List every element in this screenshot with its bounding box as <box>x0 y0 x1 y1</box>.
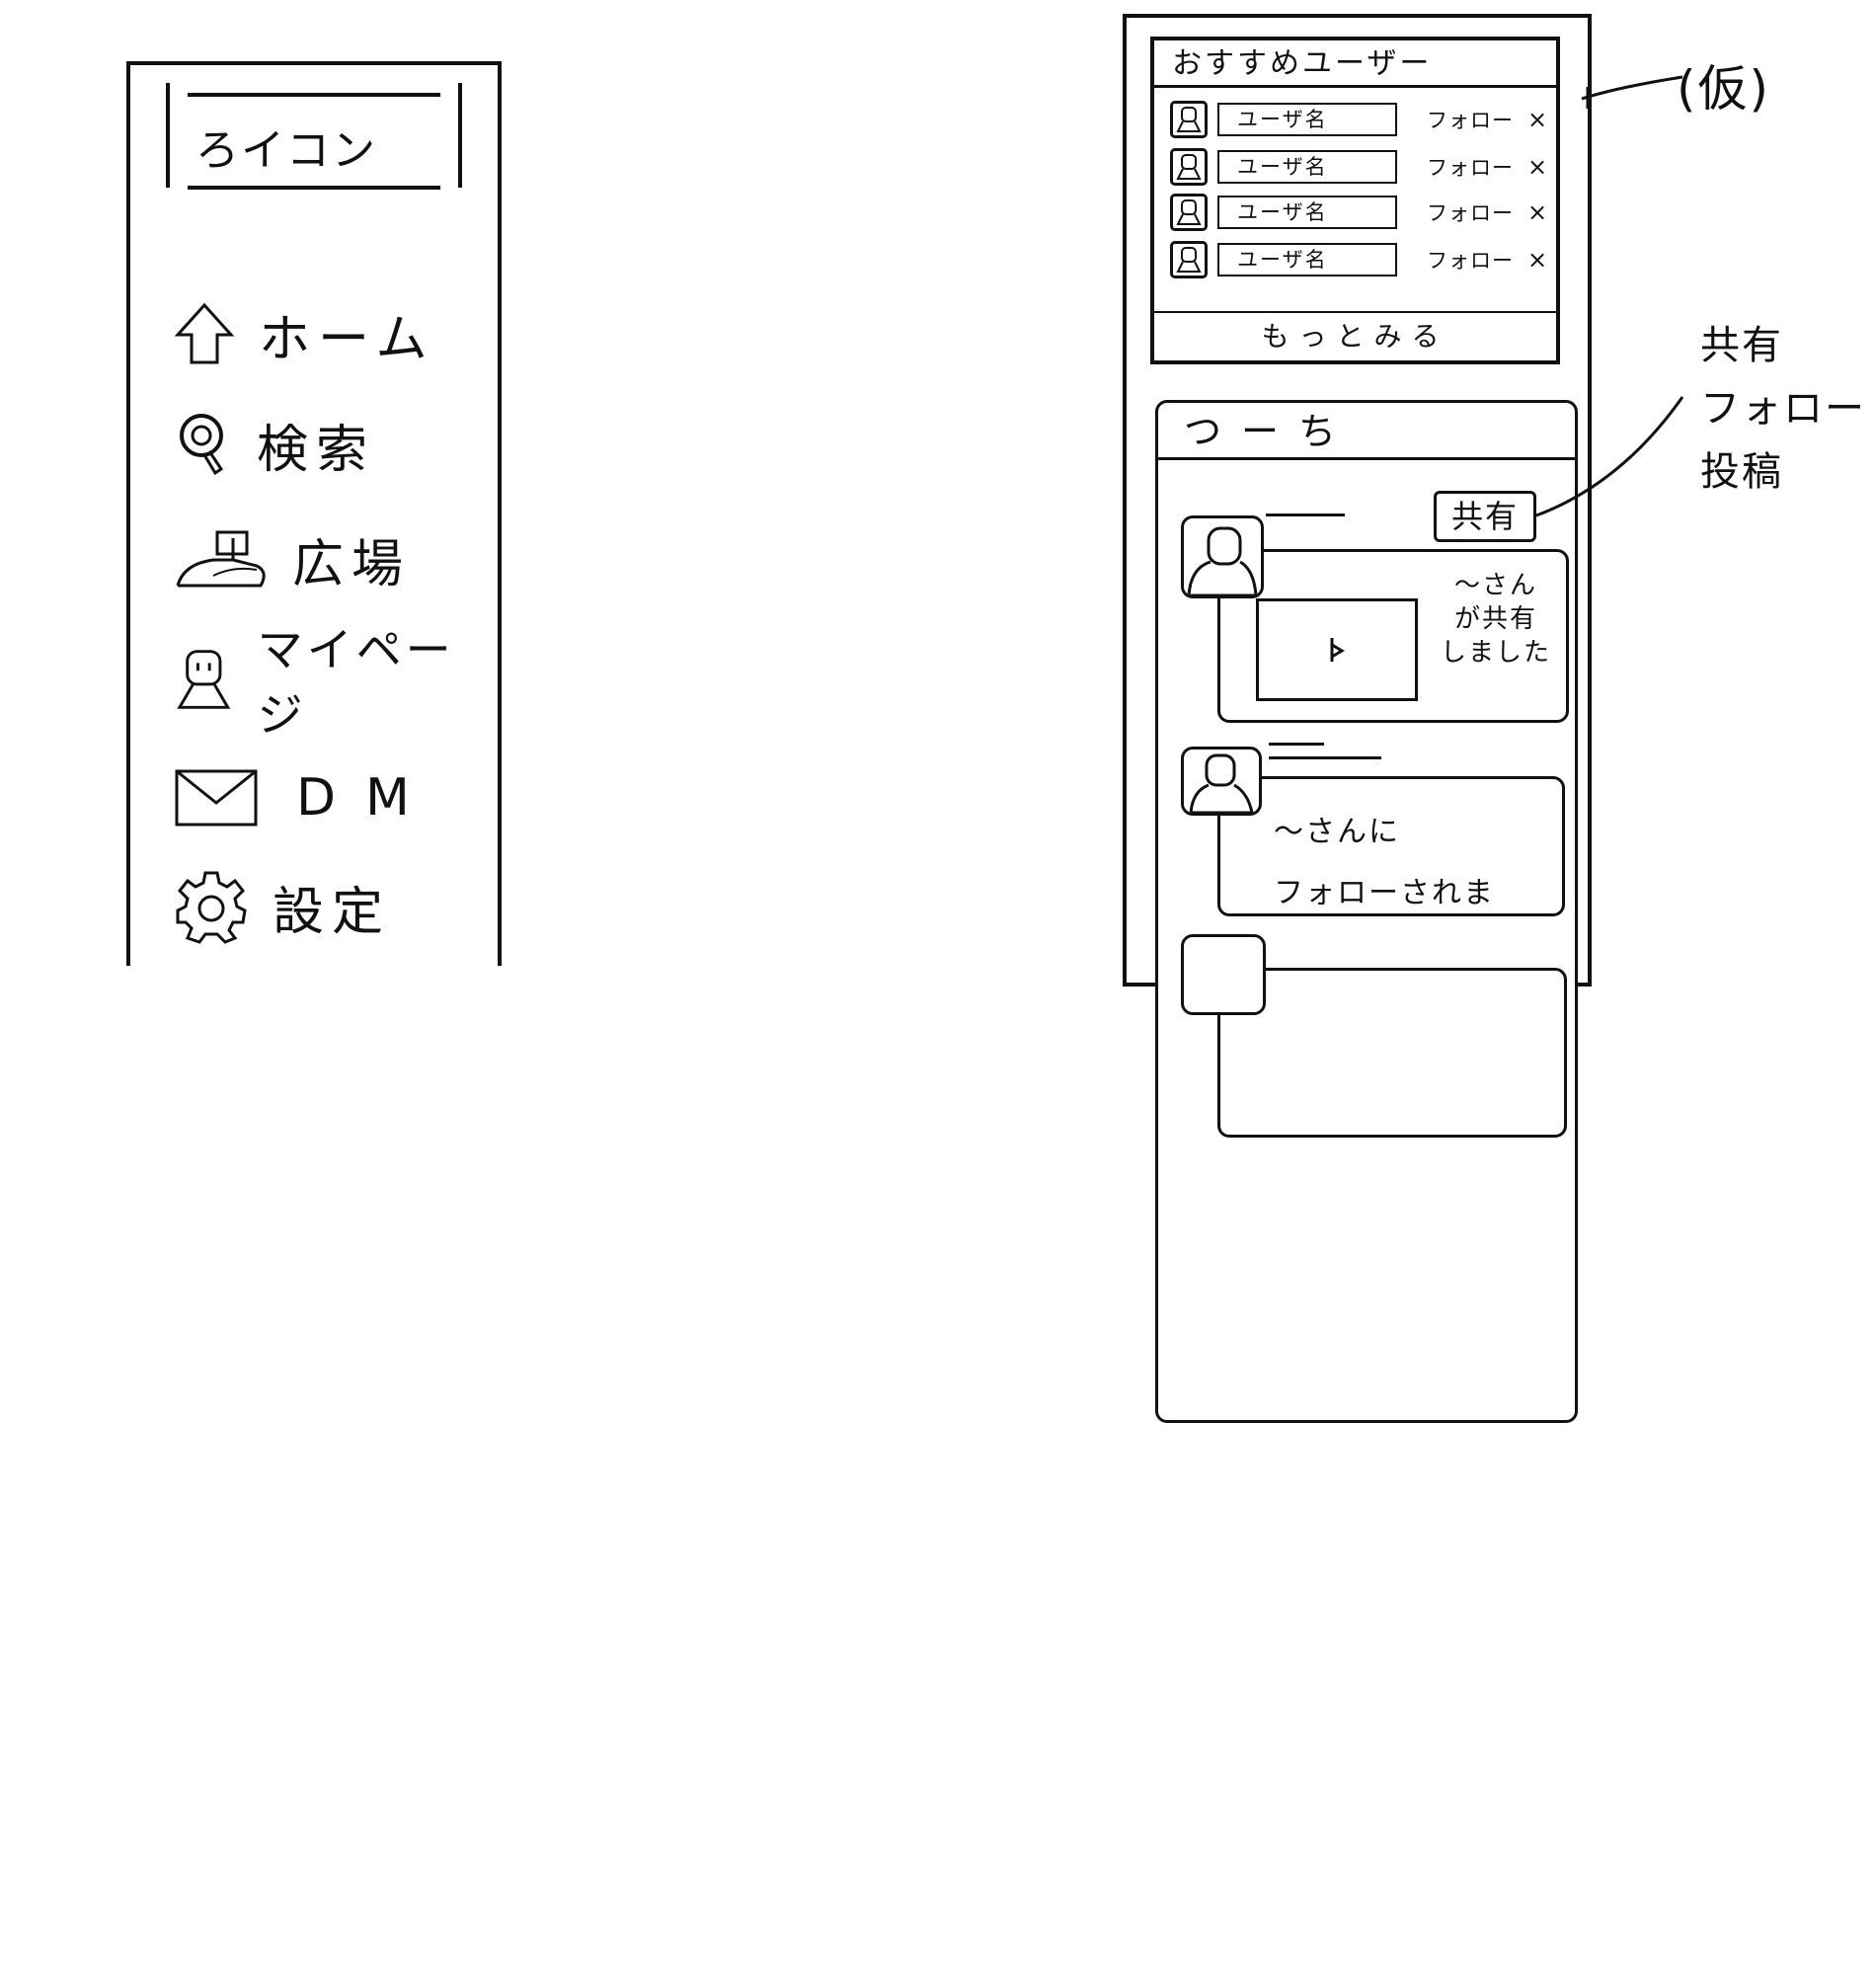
post-bubble[interactable] <box>1217 549 1569 723</box>
recommended-users-title: おすすめユーザー <box>1154 40 1556 88</box>
user-icon <box>1176 199 1202 225</box>
follow-button[interactable]: フォロー <box>1427 156 1514 180</box>
annotation-connector <box>1535 396 1684 517</box>
reco-username[interactable]: ユーザ名 <box>1217 243 1397 276</box>
share-button[interactable]: 共有 <box>1434 491 1536 542</box>
close-icon[interactable]: × <box>1527 246 1548 274</box>
nav-label-mypage: マイページ <box>257 623 455 742</box>
nav-label-dm: DM <box>296 768 439 828</box>
annotation-share-note: 共有 フォロー 投稿 <box>1700 323 1866 495</box>
close-icon[interactable]: × <box>1527 106 1548 133</box>
avatar[interactable] <box>1170 101 1208 138</box>
nav-item-home[interactable]: ホーム <box>174 292 434 375</box>
close-icon[interactable]: × <box>1527 153 1548 181</box>
annotation-arrow <box>1581 75 1683 109</box>
post-bubble[interactable] <box>1217 968 1567 1138</box>
reco-row: ユーザ名 フォロー × <box>1170 147 1548 187</box>
post-bubble[interactable] <box>1217 776 1565 916</box>
follow-button[interactable]: フォロー <box>1427 109 1514 132</box>
avatar[interactable] <box>1170 148 1208 186</box>
user-icon <box>1189 753 1254 813</box>
nav-item-dm[interactable]: DM <box>174 756 439 839</box>
play-icon <box>1330 638 1345 662</box>
see-more-button[interactable]: もっとみる <box>1154 311 1556 360</box>
user-icon <box>1187 526 1258 595</box>
avatar[interactable] <box>1181 934 1266 1015</box>
logo-text: ろイコン <box>195 125 377 176</box>
post-username-line <box>1269 743 1324 746</box>
logo-box[interactable]: ろイコン <box>166 83 462 190</box>
reco-username[interactable]: ユーザ名 <box>1217 103 1397 136</box>
user-icon <box>1176 247 1202 273</box>
video-thumbnail[interactable] <box>1256 598 1418 701</box>
reco-row: ユーザ名 フォロー × <box>1170 193 1548 232</box>
reco-username[interactable]: ユーザ名 <box>1217 150 1397 184</box>
nav-label-plaza: 広場 <box>292 534 412 594</box>
nav-label-settings: 設定 <box>273 882 392 942</box>
nav-item-mypage[interactable]: マイページ <box>174 623 498 742</box>
avatar[interactable] <box>1170 241 1208 278</box>
nav-label-home: ホーム <box>259 309 435 369</box>
home-icon <box>174 302 235 364</box>
avatar[interactable] <box>1170 194 1208 231</box>
sidebar: ろイコン ホーム 検索 広場 マイページ <box>126 61 502 966</box>
recommended-users-card: おすすめユーザー ユーザ名 フォロー × ユーザ名 フォロー × <box>1150 37 1560 364</box>
gear-icon <box>176 871 247 944</box>
logo-rule-bottom <box>188 186 440 190</box>
post-text: 〜さん が共有 しました <box>1440 571 1551 668</box>
user-icon <box>1176 154 1202 180</box>
follow-button[interactable]: フォロー <box>1427 249 1514 273</box>
reco-row: ユーザ名 フォロー × <box>1170 100 1548 139</box>
user-icon <box>177 650 231 709</box>
user-icon <box>1176 107 1202 132</box>
mail-icon <box>175 769 258 827</box>
avatar[interactable] <box>1181 747 1262 816</box>
notification-title: つーち <box>1158 403 1575 460</box>
post-username-line <box>1269 756 1381 759</box>
avatar[interactable] <box>1181 515 1264 598</box>
nav-label-search: 検索 <box>257 420 376 480</box>
post-username-line <box>1266 514 1345 516</box>
close-icon[interactable]: × <box>1527 198 1548 226</box>
annotation-tentative: (仮) <box>1677 60 1771 118</box>
search-icon <box>180 414 224 476</box>
nav-item-plaza[interactable]: 広場 <box>174 517 411 600</box>
reco-row: ユーザ名 フォロー × <box>1170 240 1548 279</box>
follow-button[interactable]: フォロー <box>1427 201 1514 225</box>
nav-item-search[interactable]: 検索 <box>174 403 375 486</box>
reco-username[interactable]: ユーザ名 <box>1217 196 1397 229</box>
post-text: 〜さんに フォローされま <box>1274 815 1495 910</box>
logo-rule-top <box>188 93 440 97</box>
plaza-icon <box>176 530 266 588</box>
nav-item-settings[interactable]: 設定 <box>174 865 391 948</box>
